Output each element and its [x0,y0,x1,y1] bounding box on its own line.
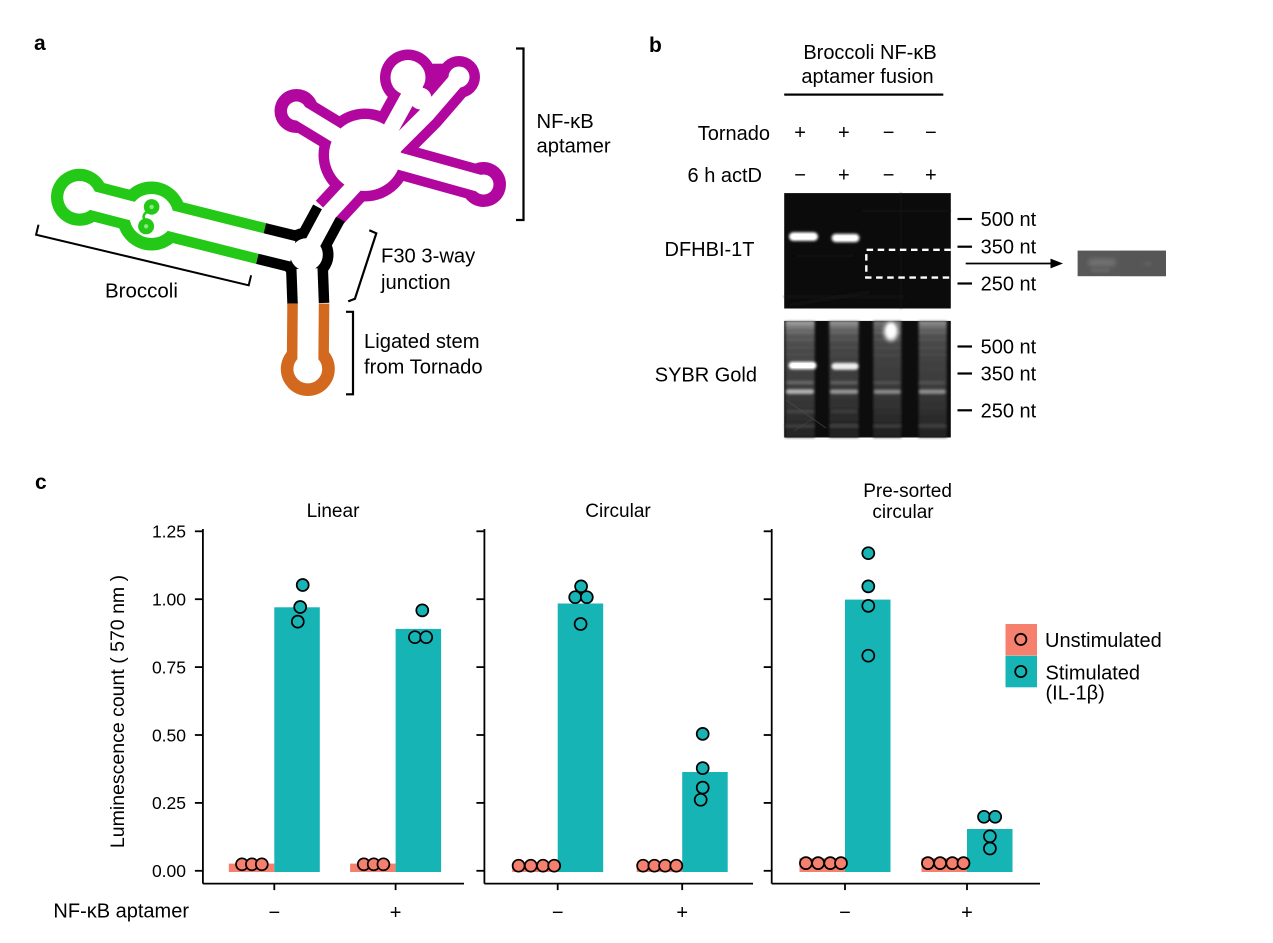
svg-text:1.00: 1.00 [152,590,186,610]
svg-text:Unstimulated: Unstimulated [1045,630,1162,652]
svg-text:250 nt: 250 nt [981,274,1037,296]
svg-text:(IL-1β): (IL-1β) [1046,683,1105,705]
svg-text:−: − [839,902,851,924]
svg-text:+: + [794,122,806,144]
svg-text:+: + [838,165,850,187]
svg-text:aptamer fusion: aptamer fusion [801,66,933,88]
svg-text:500 nt: 500 nt [981,337,1037,359]
svg-text:6 h actD: 6 h actD [688,165,762,187]
svg-text:0.25: 0.25 [152,793,186,813]
svg-text:250 nt: 250 nt [981,400,1037,422]
svg-text:Broccoli: Broccoli [105,280,178,303]
svg-text:Ligated stem: Ligated stem [364,331,480,353]
svg-text:SYBR Gold: SYBR Gold [655,365,757,387]
svg-text:Pre-sorted: Pre-sorted [863,481,952,502]
svg-text:Circular: Circular [585,501,651,522]
svg-text:+: + [676,902,688,924]
svg-text:0.50: 0.50 [152,725,186,745]
svg-text:b: b [649,34,662,57]
svg-text:F30 3-way: F30 3-way [381,246,476,268]
svg-text:1.25: 1.25 [152,522,186,542]
svg-text:a: a [34,32,46,55]
svg-text:500 nt: 500 nt [981,209,1037,231]
svg-text:aptamer: aptamer [537,136,611,158]
svg-text:from Tornado: from Tornado [364,357,483,379]
svg-text:Linear: Linear [307,501,360,522]
svg-text:−: − [883,122,895,144]
svg-text:+: + [925,165,937,187]
svg-text:−: − [268,902,280,924]
svg-text:−: − [552,902,564,924]
svg-text:−: − [883,165,895,187]
svg-text:junction: junction [380,272,451,294]
svg-text:NF-κB: NF-κB [537,111,594,133]
svg-text:+: + [390,902,402,924]
svg-text:350 nt: 350 nt [981,237,1037,259]
svg-text:−: − [925,122,937,144]
svg-text:+: + [838,122,850,144]
svg-text:0.00: 0.00 [152,861,186,881]
svg-text:NF-κB aptamer: NF-κB aptamer [53,901,189,923]
svg-text:Broccoli NF-κB: Broccoli NF-κB [803,42,936,64]
svg-text:−: − [794,165,806,187]
svg-text:DFHBI-1T: DFHBI-1T [665,239,755,261]
svg-text:350 nt: 350 nt [981,364,1037,386]
svg-text:0.75: 0.75 [152,657,186,677]
svg-text:Luminescence count ( 570 nm ): Luminescence count ( 570 nm ) [107,575,129,848]
svg-text:Tornado: Tornado [698,123,770,145]
svg-text:Stimulated: Stimulated [1046,663,1141,685]
svg-text:+: + [961,902,973,924]
svg-text:circular: circular [872,502,934,523]
svg-text:c: c [35,471,47,494]
